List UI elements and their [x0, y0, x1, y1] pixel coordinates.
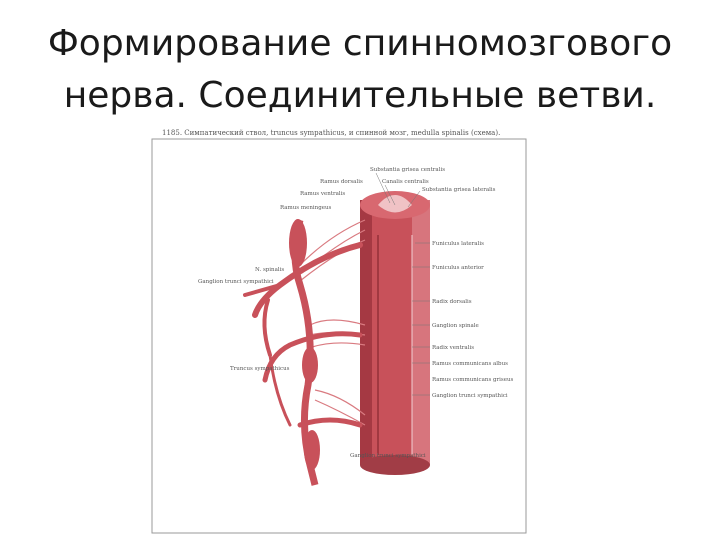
label-lines-right [375, 172, 430, 396]
title-line-1: Формирование спинномозгового [47, 23, 673, 64]
anatomy-illustration: 1185. Симпатический ствол, truncus sympa… [151, 129, 527, 534]
label-substantia-grisea-lateralis: Substantia grisea lateralis [422, 187, 496, 193]
label-ramus-communicans-albus: Ramus communicans albus [432, 361, 508, 367]
label-ganglion-trunci-left: Ganglion trunci sympathici [198, 279, 274, 285]
label-ramus-communicans-griseus: Ramus communicans griseus [432, 377, 514, 383]
label-ramus-meningeus: Ramus meningeus [280, 205, 332, 211]
slide-title: Формирование спинномозгового нерва. Соед… [0, 18, 720, 122]
label-ganglion-spinale: Ganglion spinale [432, 323, 479, 329]
label-ramus-dorsalis: Ramus dorsalis [320, 179, 363, 185]
sympathetic-trunk [289, 219, 320, 486]
label-substantia-grisea-centralis: Substantia grisea centralis [370, 167, 445, 173]
spinal-cord [360, 191, 430, 475]
label-truncus-sympathicus: Truncus sympathicus [230, 366, 290, 372]
labels-left: Ramus dorsalis Ramus ventralis Ramus men… [198, 179, 363, 372]
label-ganglion-trunci-right: Ganglion trunci sympathici [432, 393, 508, 399]
label-ramus-ventralis: Ramus ventralis [300, 191, 345, 197]
anatomy-figure: 1185. Симпатический ствол, truncus sympa… [150, 125, 530, 535]
labels-right: Substantia grisea centralis Canalis cent… [370, 167, 514, 399]
label-funiculus-lateralis: Funiculus lateralis [432, 241, 484, 247]
label-n-spinalis: N. spinalis [255, 267, 284, 273]
figure-frame [151, 138, 527, 534]
title-line-2: нерва. Соединительные ветви. [63, 75, 657, 116]
label-bottom: Ganglion trunci sympathici [350, 453, 426, 459]
label-funiculus-anterior: Funiculus anterior [432, 265, 484, 271]
spinal-nerves [243, 242, 363, 428]
figure-caption: 1185. Симпатический ствол, truncus sympa… [162, 129, 500, 137]
label-canalis-centralis: Canalis centralis [382, 179, 429, 185]
label-radix-ventralis: Radix ventralis [432, 345, 474, 351]
label-radix-dorsalis: Radix dorsalis [432, 299, 472, 305]
